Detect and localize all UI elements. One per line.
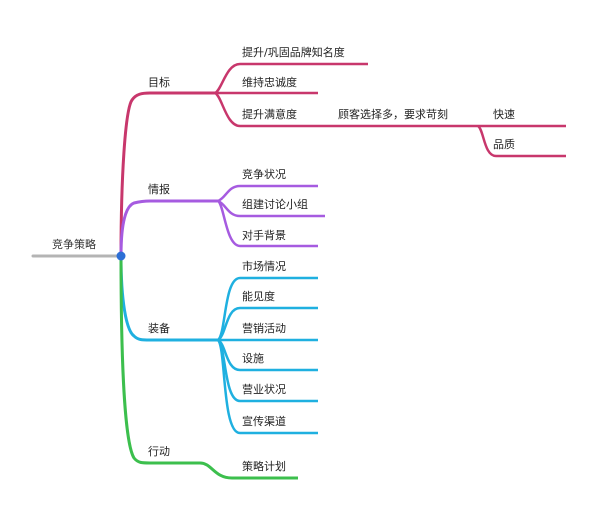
goal-child-link-2: [214, 91, 478, 128]
intel-branch-trunk: [119, 199, 218, 257]
prep-child-4[interactable]: 营业状况: [242, 382, 286, 396]
intel-child-1[interactable]: 组建讨论小组: [242, 197, 308, 211]
prep-child-link-5: [216, 339, 318, 435]
intel-child-2[interactable]: 对手背景: [242, 228, 286, 242]
intel-child-link-2: [217, 199, 318, 248]
prep-child-3[interactable]: 设施: [242, 352, 264, 365]
prep-child-2[interactable]: 营销活动: [242, 321, 286, 335]
prep-child-0[interactable]: 市场情况: [242, 259, 286, 273]
goal-child-2[interactable]: 提升满意度: [242, 107, 297, 121]
action-branch-trunk: [119, 255, 298, 480]
center-node-dot: [116, 251, 126, 261]
goal-child-2-note[interactable]: 顾客选择多，要求苛刻: [338, 107, 448, 121]
goal-sub-1[interactable]: 品质: [493, 138, 515, 151]
intel-child-link-0: [217, 184, 318, 203]
goal-branch-trunk: [119, 91, 215, 257]
intel-child-0[interactable]: 竞争状况: [242, 167, 286, 181]
goal-sub-link-1: [477, 124, 566, 158]
root-label[interactable]: 竞争策略: [52, 237, 96, 251]
prep-child-5[interactable]: 宣传渠道: [242, 414, 286, 428]
goal-child-1[interactable]: 维持忠诚度: [242, 75, 297, 89]
goal-branch-label[interactable]: 目标: [148, 75, 170, 89]
action-child-0[interactable]: 策略计划: [242, 459, 286, 473]
goal-child-0[interactable]: 提升/巩固品牌知名度: [242, 45, 345, 59]
prep-branch-label[interactable]: 装备: [148, 321, 170, 335]
prep-child-link-3: [217, 338, 318, 372]
goal-child-link-0: [214, 62, 368, 95]
goal-sub-0[interactable]: 快速: [493, 108, 515, 121]
prep-child-1[interactable]: 能见度: [242, 289, 275, 303]
prep-child-link-1: [217, 306, 318, 342]
action-branch-label[interactable]: 行动: [148, 445, 170, 458]
intel-branch-label[interactable]: 情报: [148, 182, 170, 196]
